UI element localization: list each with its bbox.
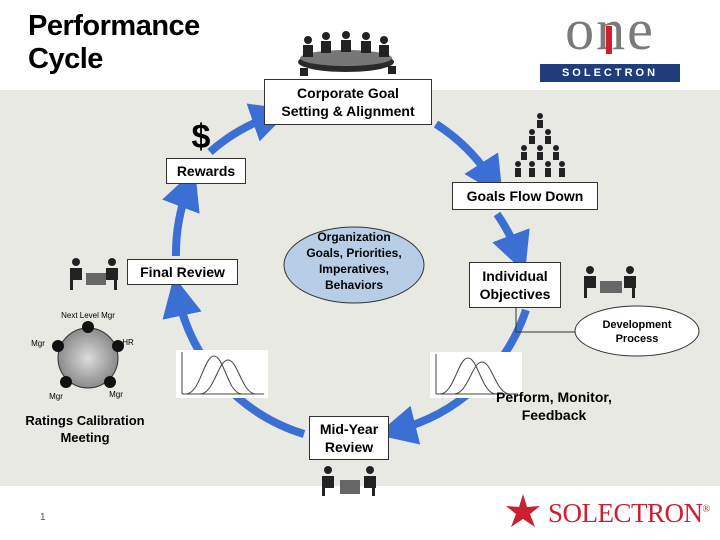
- center-line-2: Goals, Priorities,: [306, 246, 402, 260]
- center-line-1: Organization: [317, 230, 391, 244]
- bell-curve-thumbnail-left: [176, 350, 268, 398]
- perform-line-2: Feedback: [521, 407, 587, 423]
- development-ellipse: [574, 305, 700, 357]
- calibration-caption-line-1: Ratings Calibration: [25, 413, 145, 428]
- meeting-icon-bottom: [322, 466, 376, 496]
- label-next-level-mgr: Next Level Mgr: [61, 311, 115, 320]
- individual-line-1: Individual: [482, 268, 548, 284]
- label-mgr-left: Mgr: [31, 339, 45, 348]
- ratings-calibration-caption: Ratings Calibration Meeting: [14, 412, 156, 446]
- arrow-rewards-to-corporate: [207, 103, 291, 156]
- development-line-2: Process: [615, 333, 659, 345]
- bell-curve-thumbnail-right: [430, 352, 522, 398]
- midyear-line-1: Mid-Year: [319, 421, 379, 437]
- center-text: Organization Goals, Priorities, Imperati…: [286, 229, 422, 293]
- label-mgr-bottom-left: Mgr: [49, 392, 63, 401]
- page-number: 1: [40, 512, 46, 523]
- development-line-1: Development: [602, 319, 672, 331]
- center-line-3: Imperatives,: [318, 262, 390, 276]
- goals-flow-down-box: Goals Flow Down: [452, 182, 598, 210]
- center-line-4: Behaviors: [324, 278, 384, 292]
- one-solectron-logo: one SOLECTRON: [538, 0, 682, 82]
- meeting-icon-right: [584, 266, 636, 298]
- title-line-1: Performance: [28, 10, 200, 42]
- rewards-box: Rewards: [166, 158, 246, 184]
- calibration-table-icon: [52, 321, 124, 389]
- footer-registered: ®: [702, 504, 711, 515]
- label-hr: HR: [122, 338, 134, 347]
- logo-sub: SOLECTRON: [540, 64, 680, 82]
- title-line-2: Cycle: [28, 43, 103, 75]
- arrow-final-to-rewards: [162, 169, 200, 257]
- midyear-line-2: Review: [324, 439, 374, 455]
- center-ellipse: [283, 226, 425, 304]
- development-connector: [515, 308, 576, 333]
- development-process-label: Development Process: [578, 318, 696, 346]
- individual-objectives-box: Individual Objectives: [469, 262, 561, 308]
- dollar-sign-icon: $: [191, 118, 211, 156]
- arrow-goals-to-individual: [492, 211, 530, 273]
- page-title: Performance Cycle: [28, 10, 200, 76]
- corporate-line-2: Setting & Alignment: [281, 103, 415, 119]
- perform-line-1: Perform, Monitor,: [496, 389, 612, 405]
- corporate-goal-box: Corporate Goal Setting & Alignment: [264, 79, 432, 125]
- individual-line-2: Objectives: [479, 286, 551, 302]
- perform-monitor-feedback-label: Perform, Monitor, Feedback: [480, 388, 628, 424]
- meeting-icon-left: [70, 258, 118, 290]
- solectron-footer-logo: SOLECTRON®: [548, 498, 710, 529]
- label-mgr-bottom-right: Mgr: [109, 390, 123, 399]
- arrow-corporate-to-goals: [433, 120, 503, 197]
- corporate-line-1: Corporate Goal: [297, 85, 399, 101]
- footer-brand: SOLECTRON: [548, 498, 703, 528]
- solectron-star-icon: [506, 494, 540, 527]
- org-tree-icon: [515, 113, 565, 177]
- boardroom-icon: [298, 31, 396, 76]
- final-review-box: Final Review: [127, 259, 238, 285]
- mid-year-review-box: Mid-Year Review: [309, 416, 389, 460]
- calibration-caption-line-2: Meeting: [60, 430, 110, 445]
- logo-red-bar: [606, 26, 612, 54]
